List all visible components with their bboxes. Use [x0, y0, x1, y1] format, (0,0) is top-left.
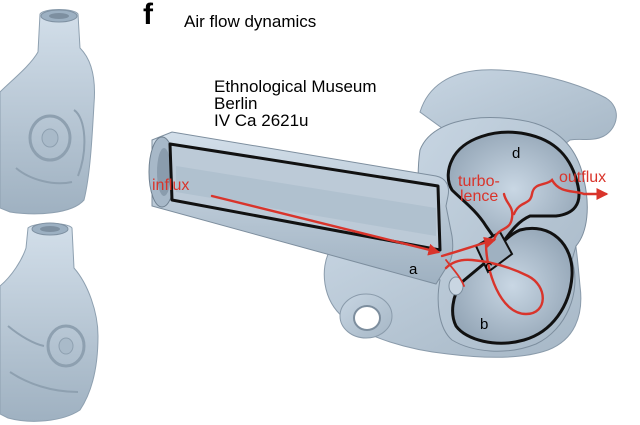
- influx-label: influx: [152, 177, 189, 194]
- outflux-label: outflux: [559, 169, 606, 186]
- chamber-label-a: a: [409, 261, 418, 278]
- jet-arrow: [440, 237, 497, 258]
- specimen-museum: Ethnological Museum: [214, 77, 377, 96]
- thumbnail-bottom: [0, 222, 99, 422]
- turbulence-label-line2: lence: [460, 188, 498, 205]
- thumbnail-top: [0, 9, 95, 215]
- chamber-label-d: d: [512, 145, 520, 162]
- panel-letter: f: [143, 0, 153, 31]
- outflux-arrow: [512, 178, 609, 216]
- flow-arrows: [210, 178, 609, 316]
- specimen-city: Berlin: [214, 94, 258, 113]
- panel-title: Air flow dynamics: [184, 12, 317, 31]
- whistle-model: [148, 69, 617, 358]
- turbulence-path: [492, 192, 514, 242]
- loop-path: [444, 242, 544, 316]
- chamber-label-b: b: [480, 316, 488, 333]
- influx-arrow: [210, 194, 441, 256]
- specimen-caption: Ethnological Museum Berlin IV Ca 2621u: [214, 78, 377, 129]
- chamber-label-c: c: [485, 258, 493, 275]
- specimen-id: IV Ca 2621u: [214, 111, 309, 130]
- turbulence-label-line1: turbo-: [458, 173, 500, 190]
